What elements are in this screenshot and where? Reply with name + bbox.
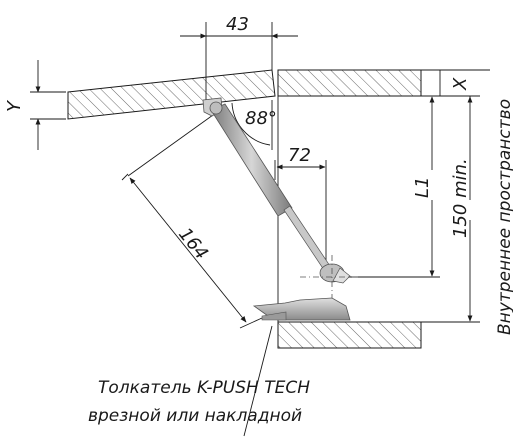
dim150-label: 150 min. xyxy=(450,158,471,238)
inner-space-label: Внутреннее пространство xyxy=(495,99,513,335)
x-dim-label: X xyxy=(450,77,471,91)
dim43-label: 43 xyxy=(226,14,249,35)
angle-88-arc xyxy=(231,102,271,146)
gas-strut xyxy=(209,101,335,277)
cabinet-top-panel xyxy=(277,69,422,97)
cabinet-bottom-panel xyxy=(277,321,422,349)
dim164-ext-top xyxy=(121,173,129,181)
strut-lower-mount xyxy=(300,255,360,300)
caption-line-2: врезной или накладной xyxy=(88,406,302,426)
y-dim-label: Y xyxy=(4,99,25,112)
angle-88-label: 88° xyxy=(245,108,277,129)
dim72-label: 72 xyxy=(288,145,311,166)
l1-label: L1 xyxy=(412,177,433,198)
flap-door xyxy=(67,69,276,120)
caption-line-1: Толкатель K-PUSH TECH xyxy=(98,378,310,398)
dim164-label: 164 xyxy=(174,224,212,264)
push-latch xyxy=(252,297,351,321)
caption-leader-line xyxy=(243,325,273,437)
dim164-ext-bottom xyxy=(239,317,263,329)
dim164-line xyxy=(129,177,247,323)
strut-top-joint xyxy=(209,101,223,115)
dim164-ext-upper xyxy=(127,109,221,177)
